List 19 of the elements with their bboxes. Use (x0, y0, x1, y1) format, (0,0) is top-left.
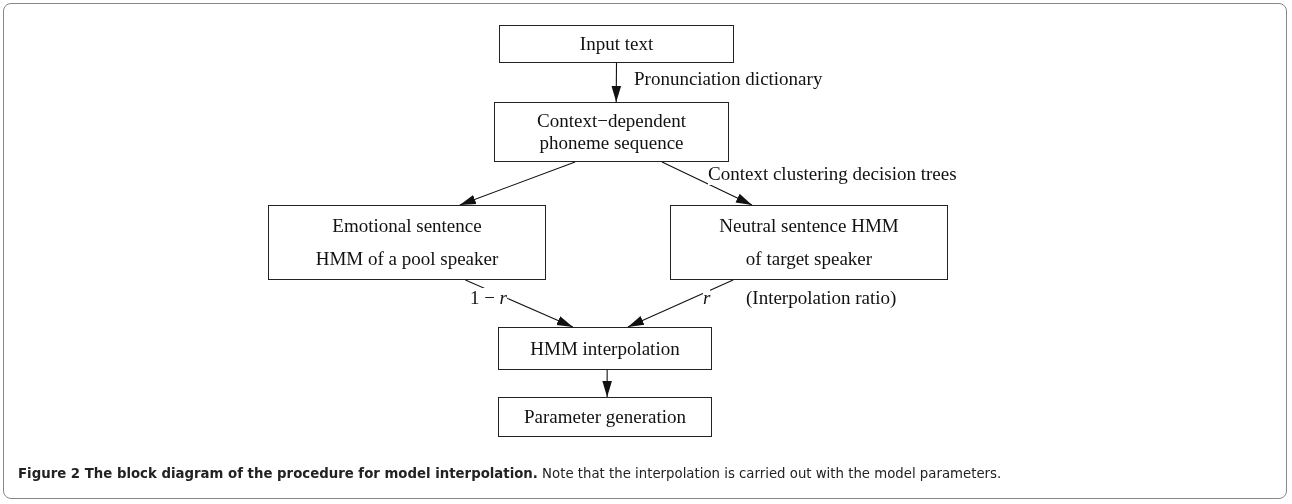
process-box (268, 205, 546, 280)
process-box (498, 397, 712, 437)
arrow (459, 161, 576, 206)
arrow (602, 369, 612, 398)
figure-caption: Figure 2 The block diagram of the procedure for model interpolation. Note that the interpolation is carried out with the model parameters. (18, 466, 1002, 481)
arrow (627, 279, 734, 328)
box-text: Context−dependent phoneme sequence (536, 110, 687, 154)
arrow (661, 161, 753, 206)
process-box (498, 327, 712, 370)
arrow (611, 62, 622, 103)
edge-label: Context clustering decision trees (708, 164, 957, 185)
note-text: (Interpolation ratio) (746, 288, 897, 309)
box-text: Input text (578, 33, 655, 55)
process-box (670, 205, 948, 280)
process-box (499, 25, 734, 63)
process-box (494, 102, 729, 162)
edge-label: Pronunciation dictionary (634, 69, 823, 90)
box-text: HMM interpolation (529, 337, 681, 360)
box-text: Parameter generation (523, 406, 687, 428)
